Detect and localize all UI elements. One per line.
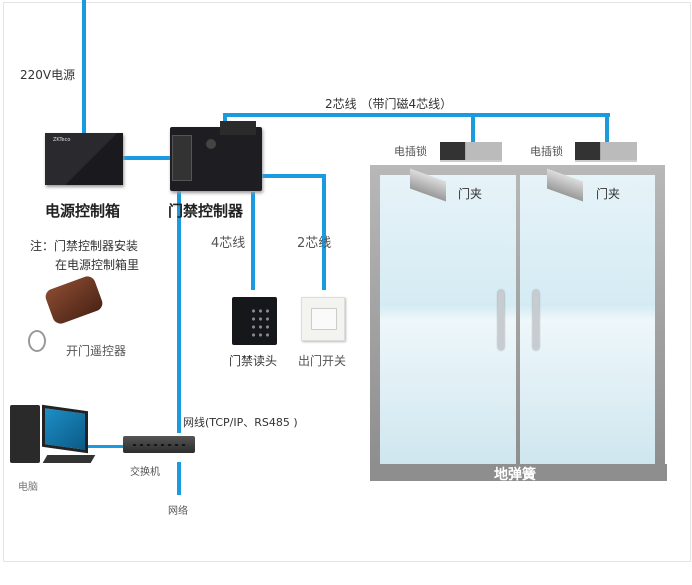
label-lock-2: 电插锁 xyxy=(530,145,563,158)
label-remote: 开门遥控器 xyxy=(66,344,127,358)
power-box-image: ZKTeco xyxy=(45,133,123,185)
label-lock-1: 电插锁 xyxy=(394,145,427,158)
remote-keyring-icon xyxy=(28,330,46,352)
glass-door-right xyxy=(520,175,655,465)
floor-spring-bar xyxy=(370,464,667,481)
wire-lock1 xyxy=(471,113,475,143)
label-power-box: 电源控制箱 xyxy=(45,202,121,220)
wire-reader xyxy=(251,192,255,290)
keyboard-image xyxy=(42,455,96,463)
brand-logo: ZKTeco xyxy=(53,137,71,143)
label-clip-2: 门夹 xyxy=(596,187,621,201)
label-switch: 交换机 xyxy=(130,467,160,478)
label-controller: 门禁控制器 xyxy=(168,202,244,220)
note-line1: 注：门禁控制器安装 xyxy=(30,239,139,253)
label-floor-spring: 地弹簧 xyxy=(494,467,536,483)
label-computer: 电脑 xyxy=(18,482,38,493)
wire-box-controller xyxy=(118,156,174,160)
electric-lock-2-image xyxy=(575,142,637,162)
wire-exit-v xyxy=(322,174,326,290)
wire-network-out xyxy=(177,462,181,495)
wire-network xyxy=(177,190,181,433)
exit-button-image xyxy=(301,297,345,341)
image-border xyxy=(3,2,691,562)
electric-lock-1-image xyxy=(440,142,502,162)
label-exit-button: 出门开关 xyxy=(298,354,347,368)
wire-lock2 xyxy=(605,113,609,143)
note-line2: 在电源控制箱里 xyxy=(55,258,140,272)
computer-monitor-image xyxy=(42,404,88,454)
door-handle-right xyxy=(533,290,539,350)
network-switch-image xyxy=(123,436,195,453)
glass-door-left xyxy=(380,175,516,465)
controller-board-image xyxy=(170,121,262,191)
label-network: 网络 xyxy=(168,506,188,517)
door-handle-left xyxy=(498,290,504,350)
label-clip-1: 门夹 xyxy=(458,187,483,201)
wire-220v xyxy=(82,0,86,135)
computer-tower-image xyxy=(10,405,40,463)
wire-exit-h xyxy=(260,174,326,178)
label-220v: 220V电源 xyxy=(20,68,76,82)
label-network-cable: 网线(TCP/IP、RS485 ) xyxy=(183,416,298,429)
glass-door-frame xyxy=(370,165,665,465)
card-reader-image xyxy=(232,297,277,345)
wire-pc-switch xyxy=(85,445,125,448)
label-wire-2: 2芯线 xyxy=(297,236,332,251)
label-wire-top: 2芯线 （带门磁4芯线） xyxy=(325,97,453,111)
label-wire-4: 4芯线 xyxy=(211,236,246,251)
label-reader: 门禁读头 xyxy=(229,354,278,368)
wire-top-horizontal xyxy=(223,113,610,117)
